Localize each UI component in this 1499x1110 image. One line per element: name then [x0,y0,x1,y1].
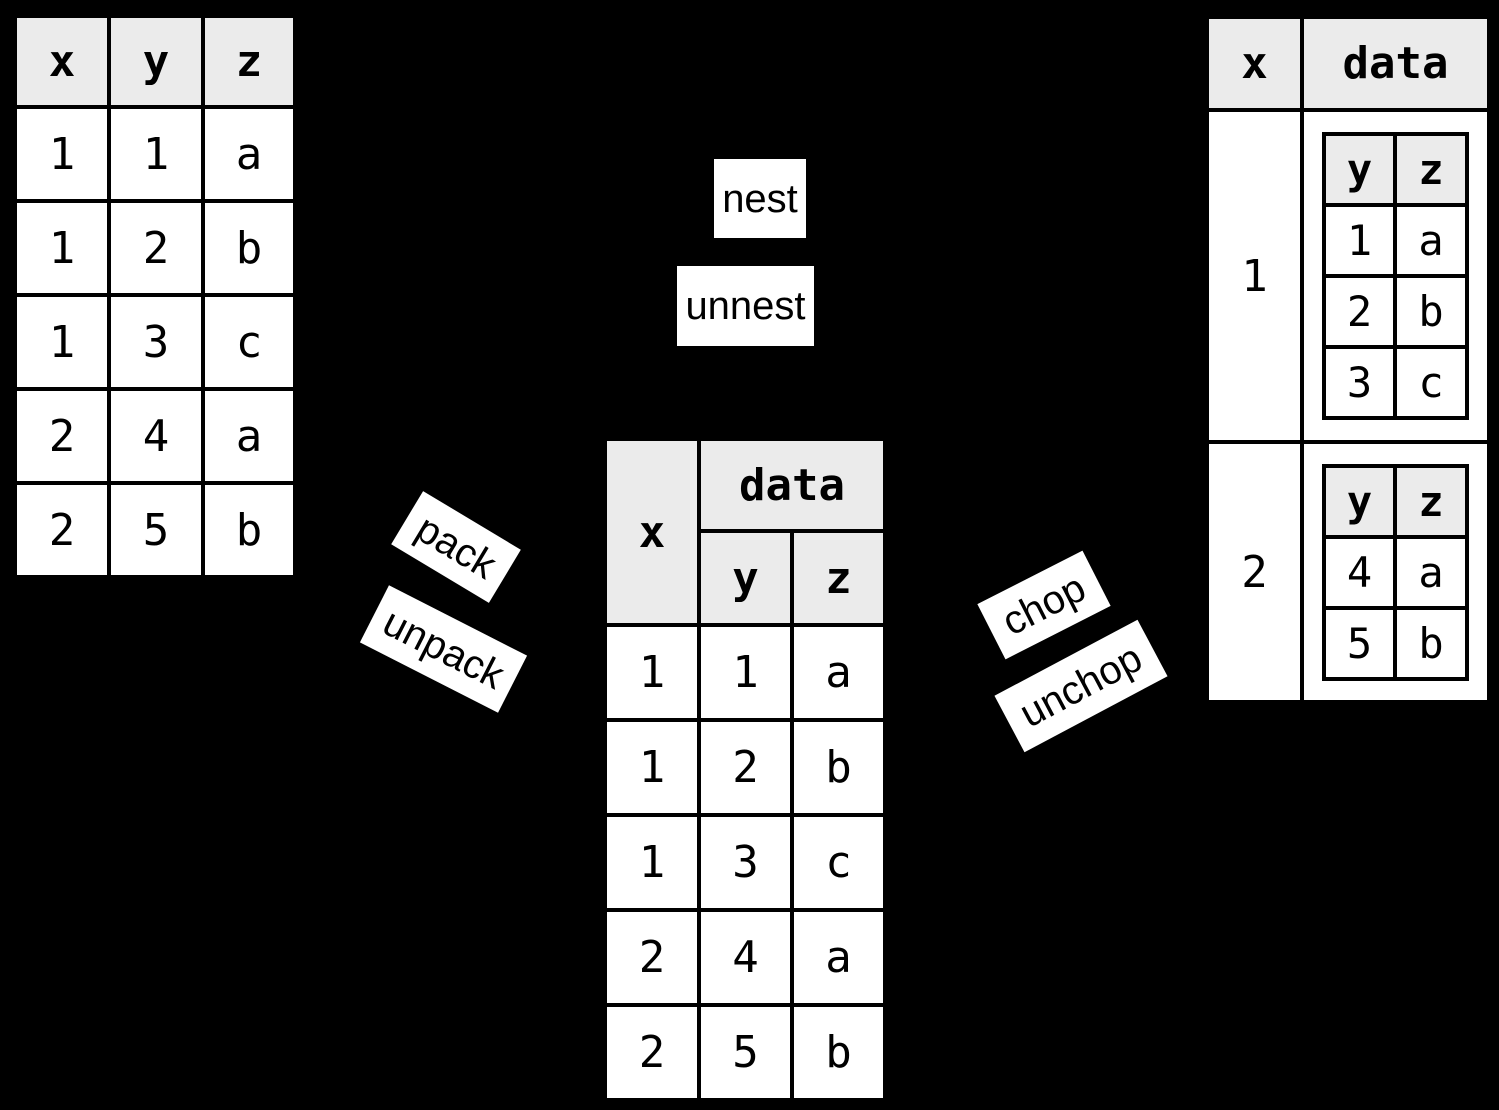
table-cell: b [201,199,297,297]
table-row: 5 b [1322,605,1469,681]
chop-label: chop [977,550,1111,660]
nested-data-cell: y z 4 a 5 b [1300,440,1491,704]
table-row: 1 1 a [13,105,297,203]
table-row: 1 3 c [13,293,297,391]
nested-data-cell: y z 1 a 2 b 3 c [1300,108,1491,444]
table-cell: 4 [107,387,205,485]
column-header-x: x [13,14,111,109]
table-cell: a [790,623,887,722]
packed-table-subheader-row: y z [605,529,887,627]
nest-label: nest [714,159,806,238]
table-cell: a [790,908,887,1007]
table-cell: 1 [603,813,701,912]
table-cell: 4 [1322,534,1397,610]
table-row: 1 2 b [13,199,297,297]
column-header-y: y [107,14,205,109]
pack-label: pack [391,491,521,603]
column-header-y: y [1322,132,1397,207]
nested-group-row: 2 y z 4 a 5 b [1205,440,1491,704]
table-cell: 2 [697,718,794,817]
table-cell: 1 [13,293,111,391]
column-header-z: z [201,14,297,109]
table-row: 2 4 a [13,387,297,485]
unpack-label: unpack [359,585,528,713]
table-cell: b [201,481,297,579]
table-cell: b [1393,274,1469,349]
table-cell: 1 [13,199,111,297]
table-cell: c [790,813,887,912]
table-cell: 2 [107,199,205,297]
packed-table-header-row: x data [603,437,887,627]
packed-table: x data y z 1 1 a 1 2 b 1 3 c 2 4 a 2 5 [603,437,887,1102]
table-cell: 1 [107,105,205,203]
column-header-z: z [1393,463,1469,539]
mini-table-header-row: y z [1322,132,1469,207]
unnest-label: unnest [677,266,814,346]
table-cell: 3 [1322,345,1397,420]
table-cell: a [201,387,297,485]
column-header-data: data [1300,15,1491,112]
table-row: 1 a [1322,203,1469,278]
group-key-cell: 2 [1205,440,1304,704]
table-row: 2 5 b [13,481,297,579]
table-cell: a [1393,203,1469,278]
column-header-data: data [697,437,887,533]
nested-mini-table: y z 4 a 5 b [1322,463,1469,681]
table-cell: a [201,105,297,203]
table-cell: 4 [697,908,794,1007]
nested-group-row: 1 y z 1 a 2 b [1205,108,1491,444]
table-cell: b [790,718,887,817]
table-cell: a [1393,534,1469,610]
table-cell: c [1393,345,1469,420]
flat-table-header-row: x y z [13,14,297,109]
flat-table: x y z 1 1 a 1 2 b 1 3 c 2 4 a 2 5 b [13,14,297,579]
table-cell: b [790,1003,887,1102]
table-cell: 2 [603,908,701,1007]
table-cell: c [201,293,297,391]
nested-mini-table: y z 1 a 2 b 3 c [1322,132,1469,420]
table-cell: 1 [1322,203,1397,278]
group-key-cell: 1 [1205,108,1304,444]
table-cell: 5 [697,1003,794,1102]
table-row: 2 5 b [603,1003,887,1102]
table-cell: 2 [13,387,111,485]
table-row: 2 4 a [603,908,887,1007]
table-row: 4 a [1322,534,1469,610]
table-cell: 5 [1322,605,1397,681]
mini-table-header-row: y z [1322,463,1469,539]
table-cell: 2 [603,1003,701,1102]
column-header-y: y [1322,463,1397,539]
table-cell: 1 [603,718,701,817]
column-header-x: x [603,437,701,627]
table-cell: 1 [697,623,794,722]
table-cell: 3 [697,813,794,912]
table-cell: 1 [603,623,701,722]
table-cell: b [1393,605,1469,681]
table-cell: 2 [1322,274,1397,349]
nested-table-header-row: x data [1205,15,1491,112]
table-row: 2 b [1322,274,1469,349]
table-cell: 1 [13,105,111,203]
nested-table: x data 1 y z 1 a 2 b [1205,15,1491,704]
table-cell: 3 [107,293,205,391]
table-cell: 5 [107,481,205,579]
column-header-y: y [697,529,794,627]
table-row: 1 1 a [603,623,887,722]
column-header-x: x [1205,15,1304,112]
column-header-z: z [1393,132,1469,207]
table-row: 1 3 c [603,813,887,912]
table-row: 1 2 b [603,718,887,817]
column-header-z: z [790,529,887,627]
table-cell: 2 [13,481,111,579]
table-row: 3 c [1322,345,1469,420]
